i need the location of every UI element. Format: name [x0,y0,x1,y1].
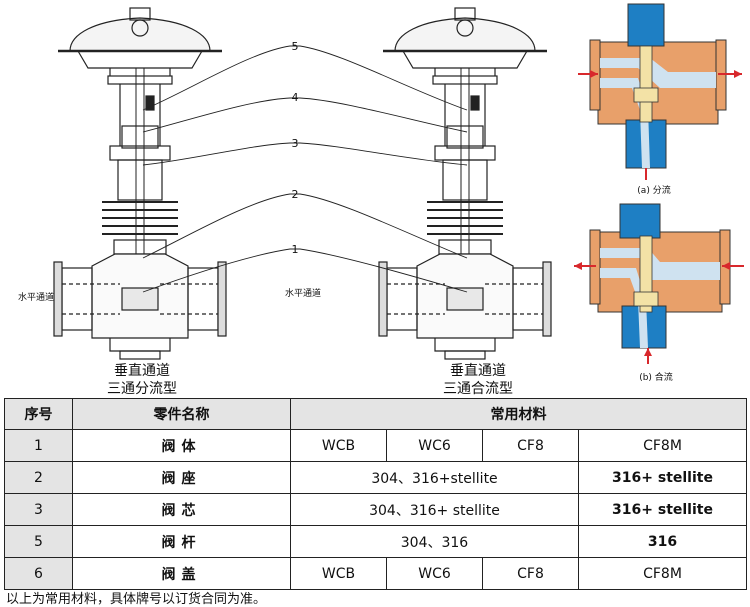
row-part: 阀盖 [72,557,291,590]
row-material: 304、316+stellite [290,461,579,494]
row-seq: 6 [4,557,73,590]
table-row: 6 阀盖 WCB WC6 CF8 CF8M [4,557,747,590]
footnote: 以上为常用材料，具体牌号以订货合同为准。 [6,592,267,607]
right-caption-line2: 三通合流型 [443,381,513,397]
leader-lines [142,45,468,293]
valve-drawing: 5 4 3 2 1 水平通道 水平通道 垂直通道 三通分流型 垂直通道 三通合流… [18,3,744,397]
callout-5: 5 [292,40,299,53]
row-material: WC6 [386,557,483,590]
row-material: CF8M [578,429,747,462]
header-material: 常用材料 [290,398,747,430]
left-valve-drawing [52,6,228,361]
row-seq: 2 [4,461,73,494]
table-row: 2 阀座 304、316+stellite 316+ stellite [4,461,747,494]
table-row: 1 阀体 WCB WC6 CF8 CF8M [4,429,747,462]
row-part: 阀杆 [72,525,291,558]
table-row: 5 阀杆 304、316 316 [4,525,747,558]
right-horizontal-channel-label: 水平通道 [285,287,321,299]
section-diagram-a [578,3,742,180]
table-header-row: 序号 零件名称 常用材料 [4,398,747,430]
left-horizontal-channel-label: 水平通道 [18,291,54,303]
left-caption-line1: 垂直通道 [114,362,170,379]
materials-table: 序号 零件名称 常用材料 1 阀体 WCB WC6 CF8 CF8M 2 阀座 … [4,398,747,590]
row-part: 阀体 [72,429,291,462]
row-material: 316 [578,525,747,558]
table-row: 3 阀芯 304、316+ stellite 316+ stellite [4,493,747,526]
row-seq: 1 [4,429,73,462]
row-material: WC6 [386,429,483,462]
header-part: 零件名称 [72,398,291,430]
section-diagram-b [574,203,744,364]
right-valve-drawing [377,6,553,361]
row-material: WCB [290,557,387,590]
row-part: 阀芯 [72,493,291,526]
callout-1: 1 [292,243,299,256]
row-material: 316+ stellite [578,461,747,494]
section-b-caption: (b) 合流 [639,371,673,383]
right-caption-line1: 垂直通道 [450,362,506,379]
row-seq: 3 [4,493,73,526]
row-material: CF8 [482,557,579,590]
row-material: 304、316 [290,525,579,558]
callout-4: 4 [292,91,299,104]
header-seq: 序号 [4,398,73,430]
row-material: CF8 [482,429,579,462]
callout-3: 3 [292,137,299,150]
left-caption-line2: 三通分流型 [107,381,177,397]
row-material: 316+ stellite [578,493,747,526]
section-a-caption: (a) 分流 [637,184,670,196]
row-material: CF8M [578,557,747,590]
row-part: 阀座 [72,461,291,494]
row-material: WCB [290,429,387,462]
row-seq: 5 [4,525,73,558]
row-material: 304、316+ stellite [290,493,579,526]
callout-2: 2 [292,188,299,201]
